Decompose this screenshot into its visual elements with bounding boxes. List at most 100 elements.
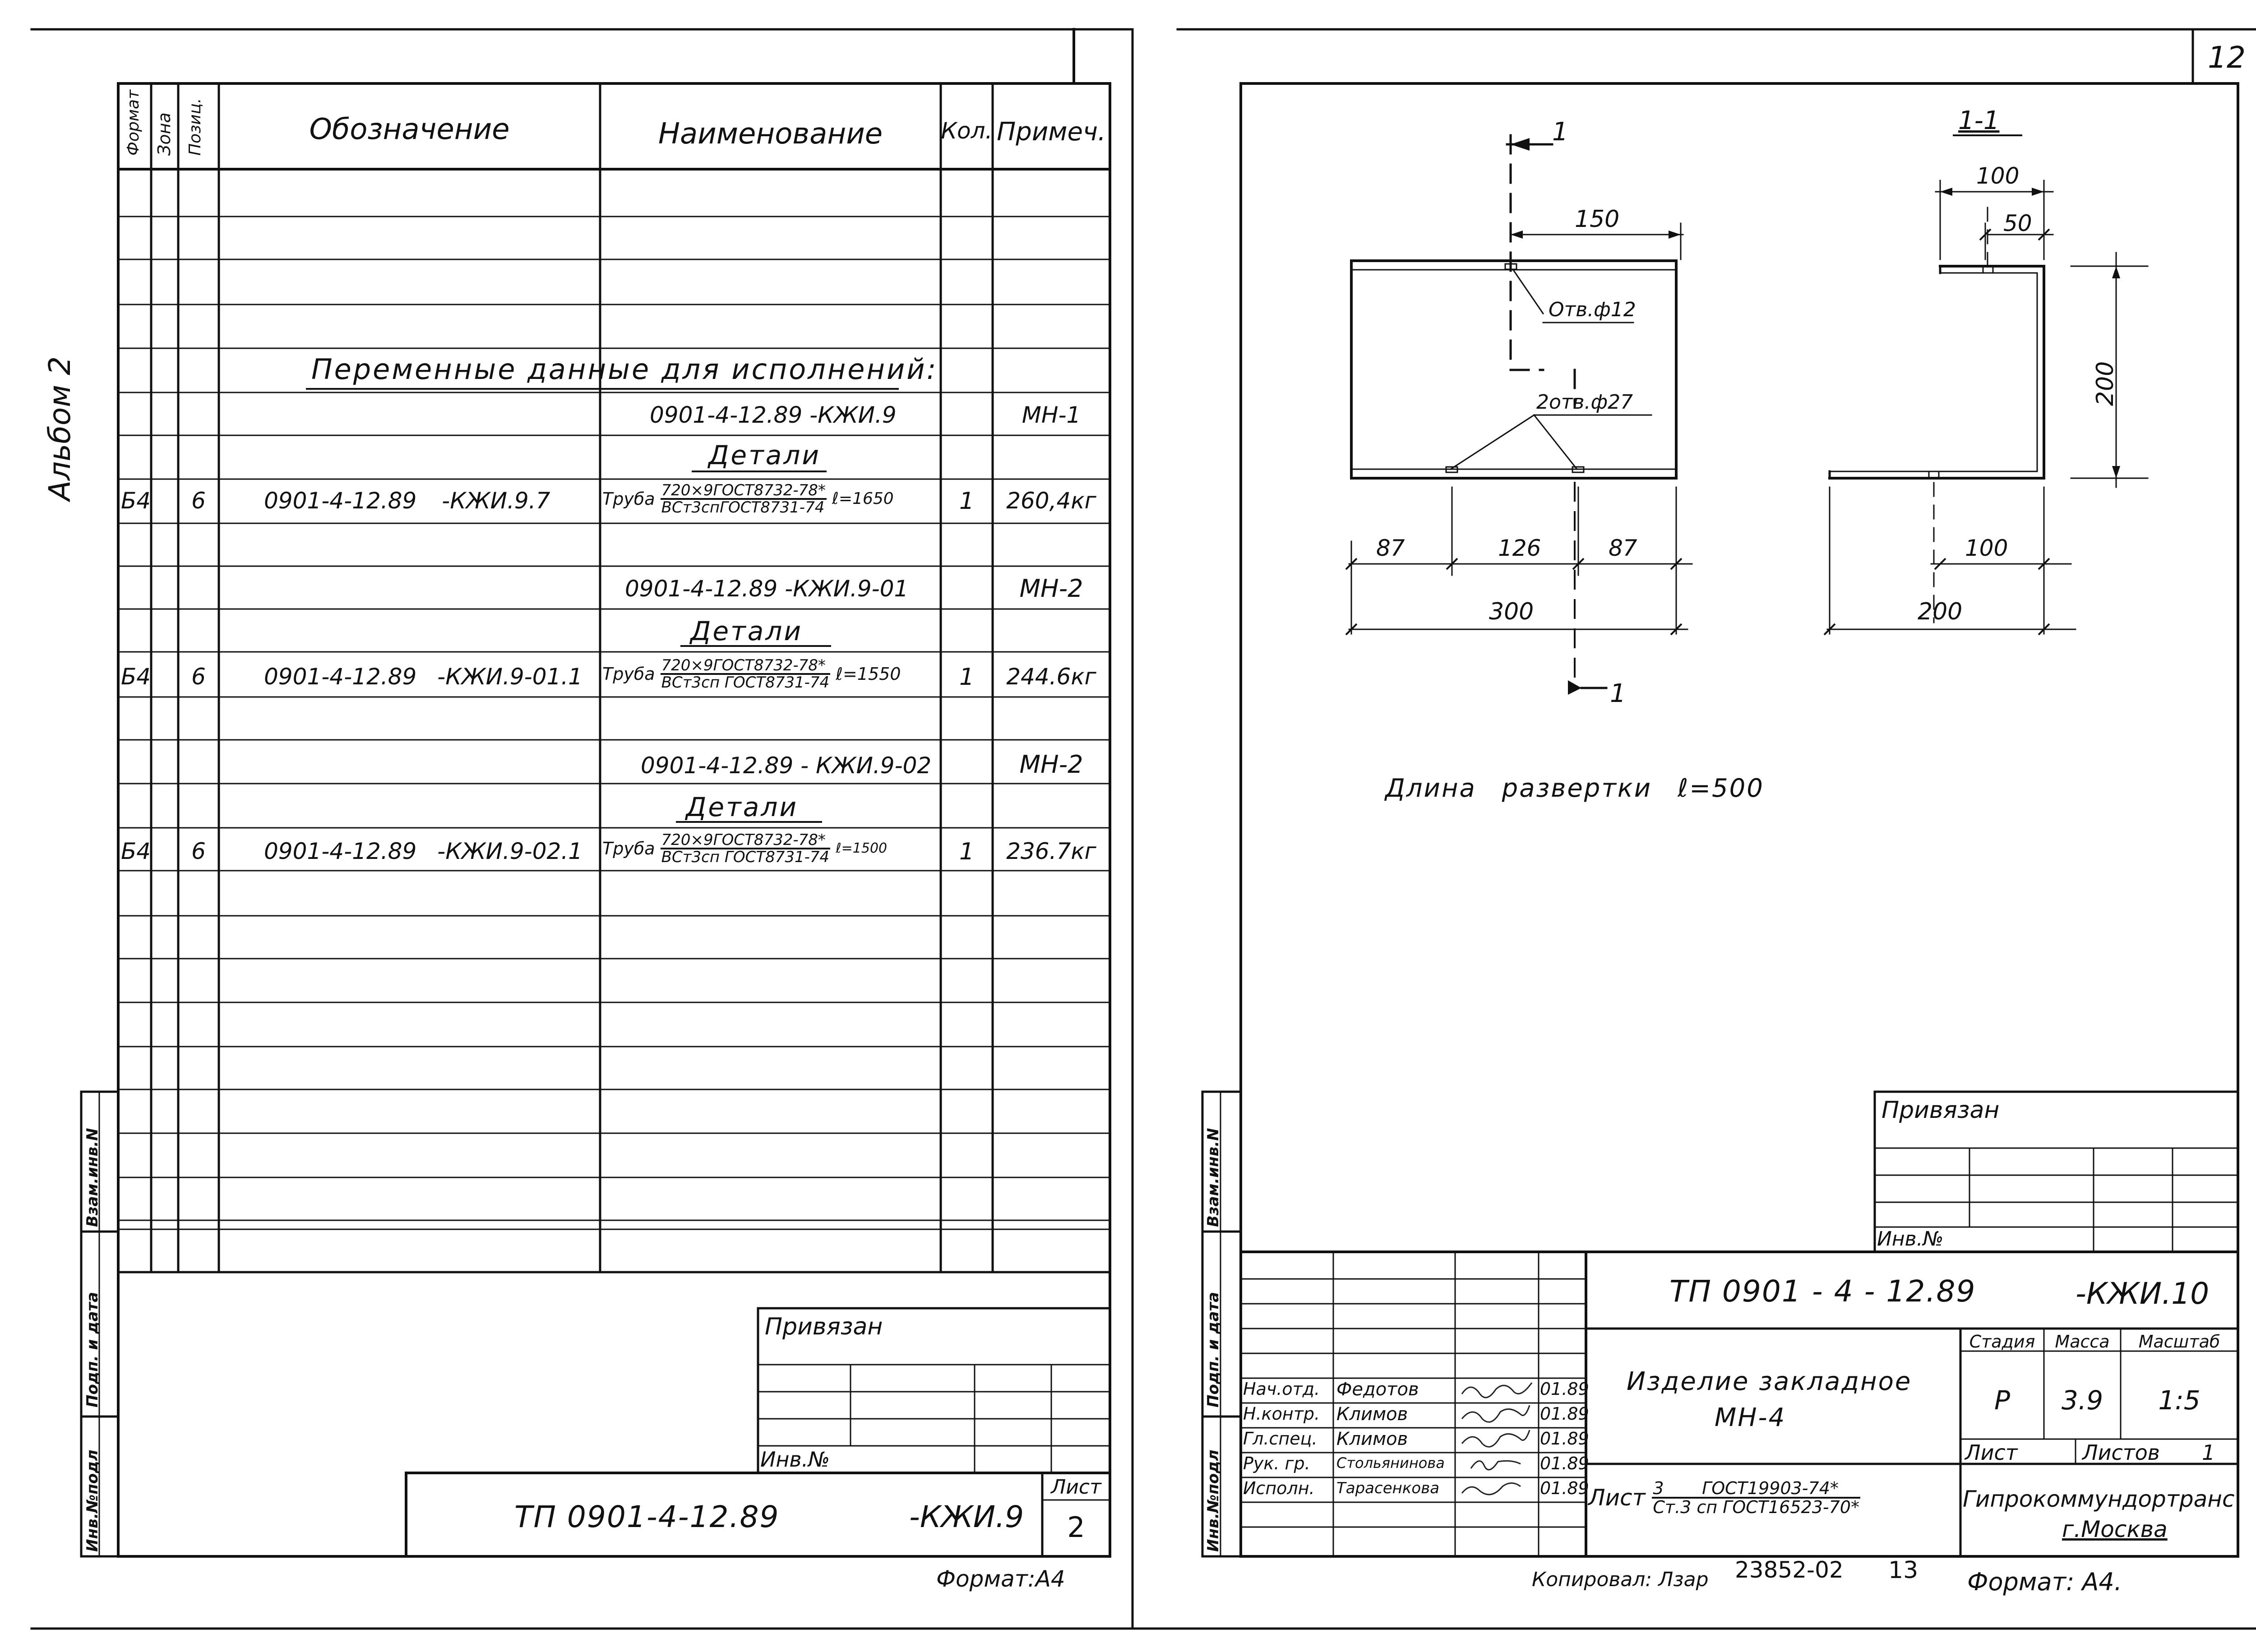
row-position: 6 [191,664,206,690]
row-item-denominator: ВСт3сп ГОСТ8731-74 [661,674,830,692]
row-item-numerator: 720×9ГОСТ8732-78* [660,832,831,849]
signature-mark [1470,1460,1521,1471]
variant-note: МН-1 [1022,402,1081,428]
dimension-300: 300 [1489,598,1534,625]
col-header-designation: Обозначение [309,113,510,146]
material-standard: ГОСТ19903-74* [1702,1478,1839,1498]
row-item-denominator: ВСт3сп ГОСТ8731-74 [661,848,830,866]
sign-date: 01.89 [1540,1454,1589,1473]
development-length-note: Длина развертки ℓ=500 [1385,774,1764,803]
mass-value: 3.9 [2061,1385,2103,1416]
details-label: Детали [690,616,803,646]
scale-label: Масштаб [2138,1332,2220,1352]
variant-note: МН-2 [1019,574,1083,603]
format-label: Формат:А4 [936,1566,1065,1592]
variant-note: МН-2 [1019,750,1083,779]
row-item-numerator: 720×9ГОСТ8732-78* [660,658,831,675]
variant-code: 0901-4-12.89 - КЖИ.9-02 [641,752,932,779]
dimension-87-left: 87 [1376,535,1405,561]
dimension-126: 126 [1498,535,1541,561]
mass-label: Масса [2055,1332,2110,1352]
dimension-200-bottom: 200 [1918,598,1963,625]
inventory-number-label: Инв.№ [1877,1227,1944,1251]
archive-number: 23852-02 [1735,1557,1844,1583]
role-executor: Исполн. [1243,1478,1315,1498]
row-designation: 0901-4-12.89 -КЖИ.9-01.1 [264,664,583,690]
role-chief-spec: Гл.спец. [1243,1429,1318,1449]
bound-label: Привязан [1882,1097,2000,1124]
stage-value: Р [1994,1385,2010,1416]
row-format: Б4 [121,838,151,864]
row-item-pipe: Труба 720×9ГОСТ8732-78* ВСт3сп ГОСТ8731-… [602,658,901,690]
row-item-fraction: 720×9ГОСТ8732-78* ВСт3спГОСТ8731-74 [660,483,827,517]
document-code-suffix: -КЖИ.9 [909,1500,1024,1534]
row-designation: 0901-4-12.89 -КЖИ.9-02.1 [264,838,583,864]
row-designation: 0901-4-12.89 -КЖИ.9.7 [264,488,550,514]
section-title: 1-1 [1958,106,2000,135]
row-item-fraction: 720×9ГОСТ8732-78* ВСт3сп ГОСТ8731-74 [660,658,831,692]
variant-code: 0901-4-12.89 -КЖИ.9 [650,402,897,428]
row-qty: 1 [959,838,975,865]
row-item-length: ℓ=1500 [836,840,888,856]
row-item-pipe: Труба 720×9ГОСТ8732-78* ВСт3спГОСТ8731-7… [602,483,894,515]
item-title: Изделие закладное [1627,1367,1912,1396]
row-item-label: Труба [602,489,655,509]
row-item-length: ℓ=1650 [832,489,894,508]
signature-mark [1461,1430,1530,1448]
row-mass: 260,4кг [1006,488,1096,514]
item-code: МН-4 [1715,1403,1786,1432]
sheet-number: 2 [1067,1511,1085,1544]
section-mark-bottom: 1 [1610,679,1626,708]
row-position: 6 [191,838,206,864]
row-item-label: Труба [602,839,655,858]
col-header-name: Наименование [658,117,883,151]
row-mass: 236.7кг [1006,838,1096,864]
material-numerator: 3 ГОСТ19903-74* [1652,1480,1860,1499]
dimension-150: 150 [1575,206,1620,233]
role-group-lead: Рук. гр. [1243,1454,1310,1473]
archive-sheet: 13 [1888,1557,1919,1584]
signer-name: Тарасенкова [1336,1479,1440,1497]
material-spec: Лист 3 ГОСТ19903-74* Ст.3 сп ГОСТ16523-7… [1588,1480,1860,1516]
variant-code: 0901-4-12.89 -КЖИ.9-01 [625,576,909,602]
section-mark-top: 1 [1552,117,1568,147]
row-item-denominator: ВСт3спГОСТ8731-74 [661,498,825,517]
material-fraction: 3 ГОСТ19903-74* Ст.3 сп ГОСТ16523-70* [1652,1480,1860,1516]
row-mass: 244.6кг [1006,664,1096,690]
sign-date: 01.89 [1540,1478,1589,1498]
material-prefix: Лист [1588,1485,1646,1511]
details-label: Детали [708,440,821,471]
material-denominator: Ст.3 сп ГОСТ16523-70* [1653,1497,1859,1517]
page-number: 12 [2208,40,2246,75]
document-code: ТП 0901 - 4 - 12.89 [1669,1274,1976,1309]
sheet-label: Лист [1051,1476,1101,1499]
document-code-suffix: -КЖИ.10 [2076,1276,2210,1311]
dimension-50: 50 [2003,210,2032,236]
hole-27-label: 2отв.ф27 [1536,391,1633,414]
row-position: 6 [191,488,206,514]
row-format: Б4 [121,664,151,690]
col-header-qty: Кол. [941,118,993,144]
sign-date: 01.89 [1540,1379,1589,1399]
sheets-value: 1 [2202,1440,2215,1465]
signature-mark [1461,1482,1521,1495]
sheets-label: Листов [2082,1440,2160,1465]
col-header-note: Примеч. [997,117,1106,147]
format-label: Формат: А4. [1967,1568,2122,1596]
organization: Гипрокоммундортранс [1963,1486,2235,1512]
sign-date: 01.89 [1540,1429,1589,1449]
signer-name: Федотов [1336,1379,1419,1400]
row-item-pipe: Труба 720×9ГОСТ8732-78* ВСт3сп ГОСТ8731-… [602,832,887,865]
signature-mark [1461,1382,1533,1398]
hole-12-label: Отв.ф12 [1549,298,1636,321]
sheet-label: Лист [1965,1440,2018,1465]
details-label: Детали [686,792,799,822]
document-code: ТП 0901-4-12.89 [514,1500,780,1534]
organization-city: г.Москва [2062,1516,2168,1542]
signer-name: Климов [1336,1429,1408,1449]
role-norm-control: Н.контр. [1243,1404,1320,1424]
copied-by: Копировал: Лзар [1532,1568,1709,1591]
material-thickness: 3 [1653,1478,1664,1498]
row-format: Б4 [121,488,151,514]
